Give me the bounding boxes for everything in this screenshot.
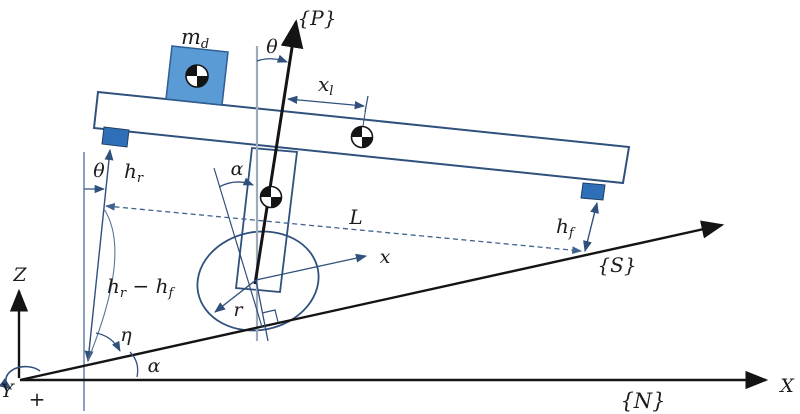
slope-normal-line xyxy=(213,167,263,328)
wheel-radius-label: r xyxy=(233,299,244,321)
frame-p-label: {P} xyxy=(298,6,337,30)
front-support-block xyxy=(580,182,606,201)
h-rear-dimension-line xyxy=(84,148,114,363)
alpha-mid-label: α xyxy=(231,158,244,180)
wheel-contact-normal-line xyxy=(255,279,269,342)
theta-rear-label: θ xyxy=(93,160,105,182)
wheelbase-L-dashed-line xyxy=(105,202,582,255)
alpha-bottom-angle-arc xyxy=(129,351,139,378)
x-l-leader-line xyxy=(362,106,367,127)
h-front-dimension-line xyxy=(583,201,599,253)
pendulum-frame-arrow xyxy=(253,19,304,285)
y-axis-label: Y xyxy=(1,380,16,402)
wheel-x-axis-arrow xyxy=(255,253,368,281)
eta-label: η xyxy=(120,324,132,346)
h-diff-leader-curve xyxy=(87,208,116,361)
frame-n-label: {N} xyxy=(620,389,665,413)
rear-support-block xyxy=(101,126,130,148)
y-rotation-arrow xyxy=(0,365,41,390)
alpha-bottom-label: α xyxy=(148,355,161,377)
h-front-label: hf xyxy=(556,214,576,241)
eta-angle-arc xyxy=(95,332,121,352)
wheelbase-L-label: L xyxy=(348,205,362,229)
wheel-radius-arrow xyxy=(214,279,257,313)
rotation-sign-label: + xyxy=(29,387,46,411)
x-axis-label: X xyxy=(778,375,795,397)
h-rear-label: hr xyxy=(124,159,144,186)
disc-mass-label: md xyxy=(181,25,209,52)
z-axis-label: Z xyxy=(12,264,27,286)
right-angle-mark xyxy=(261,309,279,323)
theta-top-label: θ xyxy=(266,36,278,58)
x-l-label: xl xyxy=(318,72,333,99)
wheel-x-axis-label: x xyxy=(380,246,391,268)
alpha-mid-angle-arc xyxy=(218,177,254,188)
frame-s-label: {S} xyxy=(597,253,636,277)
h-diff-label: hr − hf xyxy=(107,274,175,301)
x-l-dimension-line xyxy=(286,95,366,110)
theta-top-angle-arrow xyxy=(256,54,288,63)
center-of-mass-icon xyxy=(259,185,283,209)
center-of-mass-icon xyxy=(350,125,374,149)
incline-surface-line xyxy=(19,220,725,382)
center-of-mass-icon xyxy=(185,64,209,88)
